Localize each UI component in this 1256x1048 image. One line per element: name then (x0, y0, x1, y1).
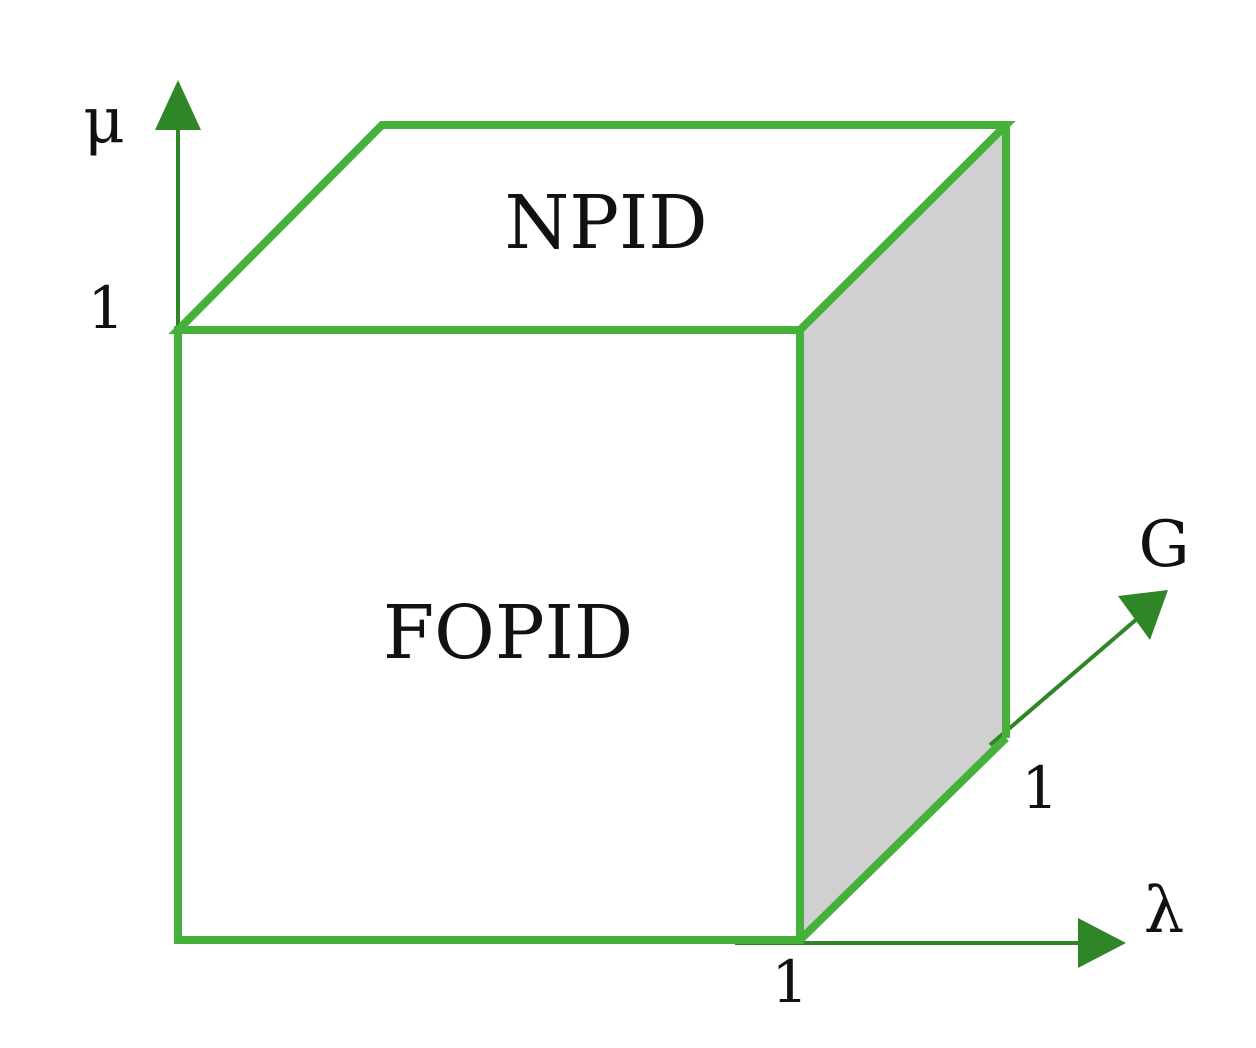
lambda-tick-label: 1 (772, 948, 809, 1016)
g-axis-arrowhead (1118, 590, 1168, 640)
mu-tick-label: 1 (88, 274, 125, 342)
g-tick-label: 1 (1022, 754, 1059, 822)
mu-axis-label: μ (83, 84, 125, 158)
side-face (800, 128, 1006, 940)
lambda-axis-arrowhead (1078, 918, 1126, 968)
bottom-depth-edge (797, 735, 1009, 943)
g-axis-line (988, 616, 1140, 747)
front-face-label: FOPID (383, 590, 633, 676)
lambda-axis-label: λ (1144, 874, 1185, 948)
mu-axis-arrowhead (155, 80, 201, 130)
cube-edges (168, 121, 1016, 944)
top-face-label: NPID (504, 180, 707, 266)
g-axis-label: G (1138, 508, 1189, 582)
